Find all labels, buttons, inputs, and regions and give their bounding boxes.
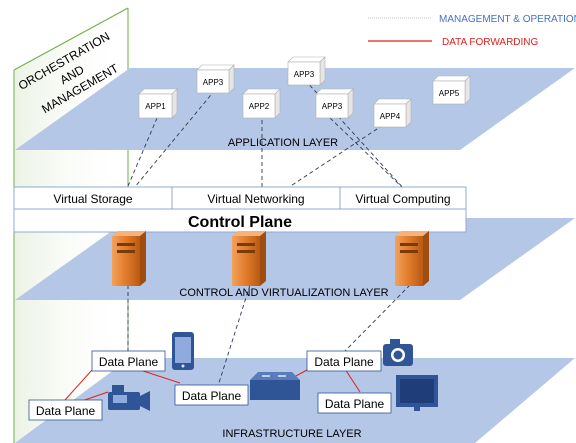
server-icon [395,231,429,286]
app-box-1[interactable]: APP1 [138,88,178,119]
app-box-6[interactable]: APP4 [373,98,412,128]
app-label: APP2 [249,102,270,111]
camera-icon [383,339,413,366]
virtual-computing-label[interactable]: Virtual Computing [355,192,450,206]
data-plane-label: Data Plane [182,389,242,403]
legend-forwarding-label: DATA FORWARDING [442,37,539,48]
data-plane-box[interactable]: Data Plane [28,399,103,421]
virtual-networking-label[interactable]: Virtual Networking [207,192,304,206]
data-plane-box[interactable]: Data Plane [174,384,249,406]
server-icon [112,231,146,286]
app-label: APP1 [145,102,166,111]
control-plane-label: Control Plane [188,214,292,231]
app-box-7[interactable]: APP5 [432,75,471,105]
app-box-4[interactable]: APP3 [287,56,326,86]
data-plane-label: Data Plane [325,397,385,411]
network-switch-icon [250,372,300,400]
data-plane-box[interactable]: Data Plane [317,392,392,414]
application-layer-label: APPLICATION LAYER [228,137,338,149]
legend-management-label: MANAGEMENT & OPERATION [439,14,576,25]
virtual-storage-label[interactable]: Virtual Storage [53,192,132,206]
data-plane-label: Data Plane [36,404,96,418]
infrastructure-layer-label: INFRASTRUCTURE LAYER [222,428,361,440]
control-virtualization-layer-label: CONTROL AND VIRTUALIZATION LAYER [179,287,388,299]
app-label: APP3 [203,78,224,87]
server-icon [232,231,266,286]
data-plane-box[interactable]: Data Plane [306,350,382,372]
app-label: APP3 [294,70,315,79]
app-box-2[interactable]: APP3 [196,64,235,94]
app-box-3[interactable]: APP2 [242,88,281,119]
smartphone-icon [172,332,194,370]
control-virtualization-layer-plane [15,218,575,300]
app-label: APP5 [439,89,460,98]
camcorder-icon [108,385,150,411]
app-label: APP3 [322,102,343,111]
data-plane-label: Data Plane [99,355,159,369]
app-label: APP4 [380,112,401,121]
data-plane-box[interactable]: Data Plane [91,350,166,372]
app-box-5[interactable]: APP3 [315,88,354,119]
monitor-icon [396,375,438,411]
data-plane-label: Data Plane [314,355,374,369]
